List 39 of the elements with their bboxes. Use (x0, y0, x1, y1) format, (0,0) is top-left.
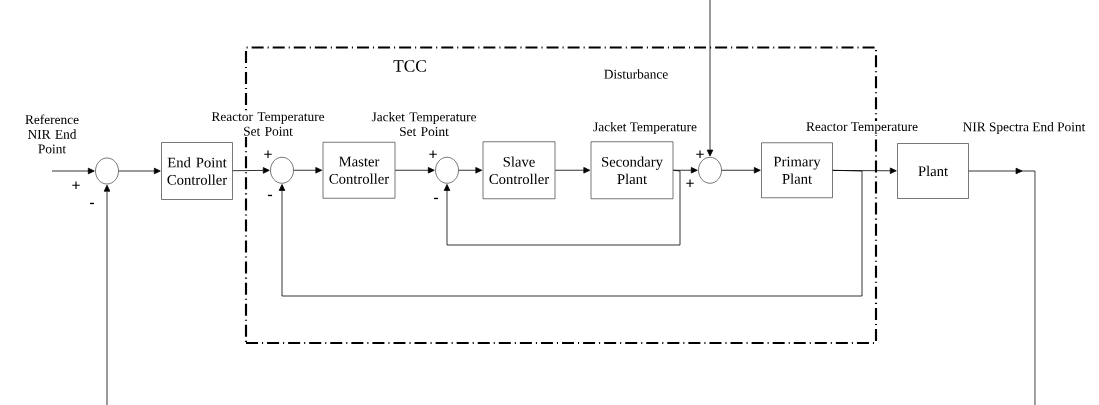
sign-label: + (686, 179, 694, 187)
arrow (458, 167, 483, 174)
block: Master Controller (322, 142, 396, 199)
block: Primary Plant (761, 142, 833, 199)
frame-title: TCC (393, 60, 426, 72)
arrow (394, 167, 435, 174)
arrow (554, 167, 591, 174)
summing-junction (435, 157, 459, 184)
arrow (232, 167, 270, 174)
arrow (968, 167, 1023, 175)
summing-junction (698, 157, 722, 184)
signal-label: Reactor Temperature (804, 120, 920, 136)
arrow (51, 167, 95, 175)
block: Secondary Plant (590, 141, 674, 200)
arrow (278, 169, 863, 297)
summing-junction (95, 157, 119, 185)
signal-label: Reactor Temperature Set Point (208, 110, 328, 138)
sign-label: + (696, 150, 704, 158)
signal-label: Jacket Temperature (591, 120, 699, 136)
arrow (293, 167, 323, 174)
signal-label: Jacket Temperature Set Point (364, 110, 484, 138)
arrow (721, 167, 761, 174)
sign-label: + (264, 150, 272, 158)
arrow (103, 184, 111, 405)
signal-label: NIR Spectra End Point (961, 120, 1087, 136)
sign-label: - (267, 194, 273, 197)
arrow (706, 0, 714, 157)
sign-label: - (89, 202, 95, 205)
sign-label: - (433, 197, 439, 200)
block: Slave Controller (482, 141, 556, 200)
signal-label: Disturbance (602, 68, 670, 81)
summing-junction (270, 157, 294, 184)
arrow (118, 167, 161, 175)
arrow (443, 169, 681, 246)
sign-label: + (72, 181, 80, 189)
block: Plant (897, 143, 969, 199)
sign-label: + (429, 150, 437, 158)
block: End Point Controller (161, 142, 233, 200)
signal-label: Reference NIR End Point (10, 113, 94, 155)
